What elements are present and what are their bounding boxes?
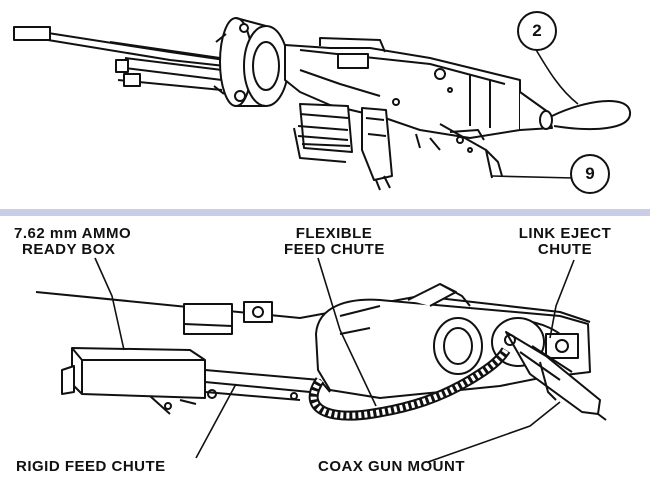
coax-gun-mount-label: COAX GUN MOUNT: [318, 458, 465, 475]
flexible-label-line1: FLEXIBLE: [295, 225, 373, 242]
flexible-label-line2: FEED CHUTE: [284, 241, 385, 258]
link-eject-chute-label: LINK EJECT CHUTE: [516, 226, 614, 258]
bottom-leader-lines: [94, 257, 575, 463]
panel-divider: [0, 209, 650, 216]
callout-9-number: 9: [585, 164, 595, 183]
callout-9-badge: 9: [570, 154, 610, 194]
ammo-label-line1: 7.62 mm AMMO: [14, 225, 132, 242]
mount-assembly-drawing: [35, 283, 607, 421]
flexible-feed-chute-label: FLEXIBLE FEED CHUTE: [284, 226, 384, 258]
callout-2-badge: 2: [517, 11, 557, 51]
ammo-ready-box-label: 7.62 mm AMMO READY BOX: [14, 226, 131, 258]
link-eject-label-line1: LINK EJECT: [518, 225, 612, 242]
machine-gun-drawing: [13, 17, 631, 191]
link-eject-label-line2: CHUTE: [537, 241, 593, 258]
top-leader-lines: [491, 47, 579, 179]
ammo-label-line2: READY BOX: [22, 241, 116, 258]
rigid-feed-chute-label: RIGID FEED CHUTE: [16, 458, 166, 475]
callout-2-number: 2: [532, 21, 542, 40]
